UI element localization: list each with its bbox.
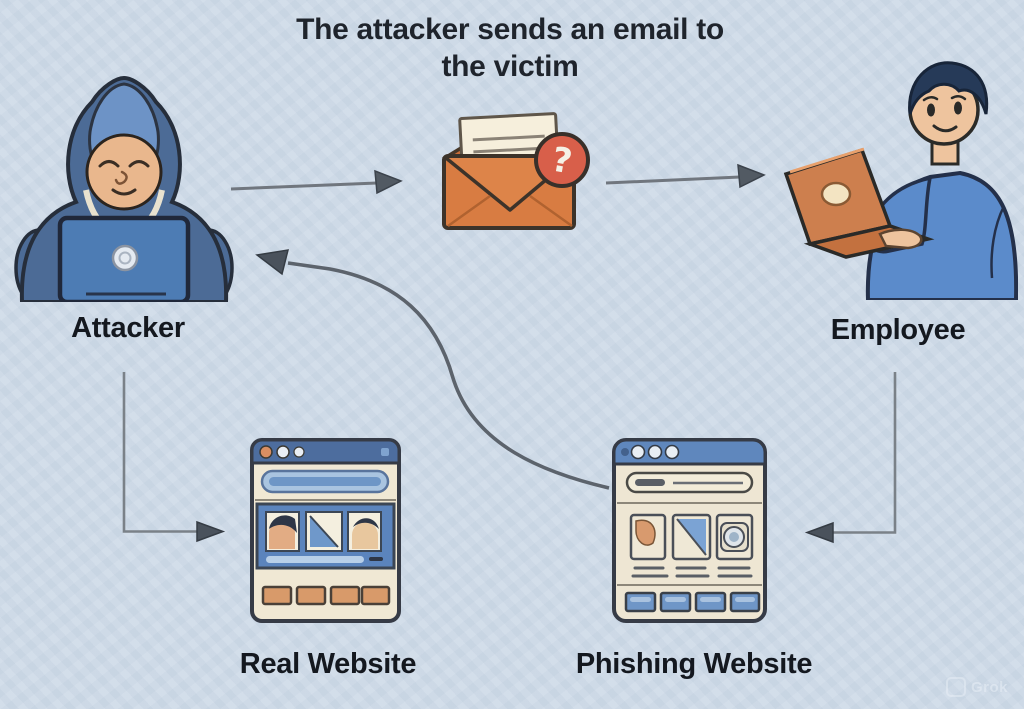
diagram-title: The attacker sends an email to the victi… (296, 13, 724, 83)
watermark-logo-icon (945, 677, 966, 697)
question-badge: ? (534, 132, 590, 188)
employee-hand (878, 228, 923, 250)
button-row (624, 591, 761, 613)
real-website-thumbnail (250, 438, 401, 623)
button-row (261, 585, 391, 606)
watermark-text: Grok (970, 678, 1008, 696)
attacker-illustration (14, 75, 234, 302)
browser-titlebar (250, 438, 401, 465)
arrow-attacker-to-email (230, 169, 403, 195)
email-icon: ? (441, 112, 590, 230)
caption-lines (631, 566, 753, 578)
arrow-email-to-employee (605, 163, 766, 189)
attacker-label: Attacker (71, 312, 185, 344)
employee-label: Employee (830, 314, 966, 346)
phishing-website-thumbnail (612, 438, 767, 623)
employee-illustration (783, 61, 1018, 300)
arrow-employee-to-phishing-website (804, 372, 897, 544)
employee-hair (908, 61, 989, 115)
card-row (629, 513, 754, 561)
arrow-attacker-to-real-website (122, 372, 226, 543)
watermark: Grok (945, 677, 1008, 697)
real-website-label: Real Website (239, 648, 417, 680)
phishing-website-label: Phishing Website (575, 648, 813, 680)
